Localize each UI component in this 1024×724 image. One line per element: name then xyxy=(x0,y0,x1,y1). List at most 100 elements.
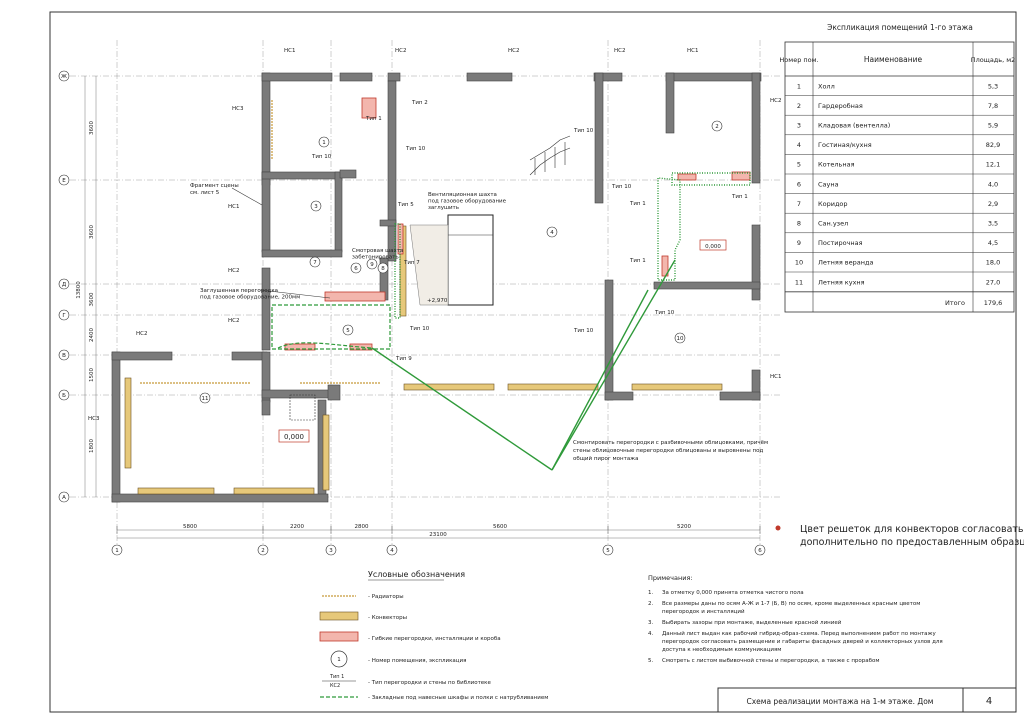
red-note-text: Цвет решеток для конвекторов согласовать… xyxy=(800,524,1024,548)
axis-marker-left: А xyxy=(58,491,70,503)
explication-row-area: 12,1 xyxy=(986,161,1000,169)
dim-left-value: 3600 xyxy=(89,121,95,135)
explication-total-label: Итого xyxy=(945,299,965,307)
svg-text:3: 3 xyxy=(314,204,318,210)
svg-text:7: 7 xyxy=(313,260,317,266)
legend-room-number-sample xyxy=(330,650,348,668)
axis-marker-bottom: 4 xyxy=(386,544,398,556)
room-marker-11: 11 xyxy=(199,392,211,404)
explication-row-name: Гардеробная xyxy=(818,102,863,110)
dim-bottom-value: 2800 xyxy=(355,524,369,530)
zero-marker-1: 0,000 xyxy=(699,239,727,251)
explication-row-area: 3,5 xyxy=(988,220,998,228)
room-marker-2: 2 xyxy=(711,120,723,132)
note-text: За отметку 0,000 принята отметка чистого… xyxy=(662,590,804,596)
explication-row-name: Коридор xyxy=(818,200,848,208)
svg-text:4: 4 xyxy=(390,548,394,554)
note-number: 4. xyxy=(648,631,653,637)
axis-marker-left: Д xyxy=(58,278,70,290)
type-label: Тип 10 xyxy=(573,328,594,334)
room-marker-9: 9 xyxy=(366,258,378,270)
type-label: Тип 1 xyxy=(629,201,646,207)
type-label: Тип 10 xyxy=(654,310,675,316)
dim-bottom-value: 5200 xyxy=(677,524,691,530)
svg-text:5: 5 xyxy=(606,548,610,554)
explication-row-number: 3 xyxy=(797,122,801,130)
explication-row-name: Сауна xyxy=(818,180,839,188)
svg-text:11: 11 xyxy=(202,396,209,402)
axis-marker-bottom: 3 xyxy=(325,544,337,556)
explication-row-name: Летняя веранда xyxy=(818,259,873,267)
svg-text:3: 3 xyxy=(329,548,333,554)
explication-row-area: 27,0 xyxy=(986,278,1000,286)
svg-text:1: 1 xyxy=(337,657,341,663)
hatched-void xyxy=(409,224,449,306)
legend-convector-sample xyxy=(319,611,359,621)
type-label: Тип 10 xyxy=(573,128,594,134)
explication-row-number: 2 xyxy=(797,102,801,110)
legend-item: - Номер помещения, экспликация xyxy=(368,658,466,664)
svg-text:6: 6 xyxy=(354,266,358,272)
dim-left-value: 1800 xyxy=(89,439,95,453)
axis-marker-left: Е xyxy=(58,174,70,186)
note-item: 2.Все размеры даны по осям А-Ж и 1-7 (Б,… xyxy=(648,601,920,615)
note-number: 3. xyxy=(648,620,653,626)
room-marker-6: 6 xyxy=(350,262,362,274)
dim-bottom-value: 5600 xyxy=(493,524,507,530)
svg-text:Б: Б xyxy=(62,393,66,399)
explication-row-name: Постирочная xyxy=(818,239,863,247)
wall-label: НС1 xyxy=(687,48,698,54)
wall-label: НС2 xyxy=(228,268,239,274)
explication-row-number: 8 xyxy=(797,220,801,228)
type-label: Тип 10 xyxy=(311,154,332,160)
svg-text:Д: Д xyxy=(62,282,67,288)
green-partitions xyxy=(271,172,751,471)
explication-header-number: Номер пом. xyxy=(779,56,818,64)
svg-text:2: 2 xyxy=(715,124,719,130)
callout-green: Смонтировать перегородки с разбивочными … xyxy=(573,440,768,462)
axis-marker-bottom: 6 xyxy=(754,544,766,556)
room-marker-1: 1 xyxy=(318,136,330,148)
room-marker-4: 4 xyxy=(546,226,558,238)
explication-row-number: 4 xyxy=(797,141,801,149)
legend-item: - Тип перегородки и стены по библиотеке xyxy=(368,680,491,686)
dim-left-value: 3600 xyxy=(89,225,95,239)
legend-item: - Конвекторы xyxy=(368,615,407,621)
wall-label: НС1 xyxy=(228,204,239,210)
axis-marker-left: Б xyxy=(58,389,70,401)
room-marker-10: 10 xyxy=(674,332,686,344)
explication-title: Экспликация помещений 1-го этажа xyxy=(827,23,973,32)
wall-label: НС2 xyxy=(508,48,519,54)
explication-row-name: Гостиная/кухня xyxy=(818,141,872,149)
note-item: 3.Выбирать зазоры при монтаже, выделенны… xyxy=(648,619,842,626)
explication-row-name: Холл xyxy=(818,82,835,90)
radiators xyxy=(140,100,380,384)
wall-label: НС2 xyxy=(136,331,147,337)
dim-left-value: 2400 xyxy=(89,328,95,342)
axis-marker-left: Ж xyxy=(58,70,70,82)
note-number: 1. xyxy=(648,590,653,596)
walls xyxy=(111,72,762,503)
wall-label: НС2 xyxy=(770,98,781,104)
explication-row-area: 5,3 xyxy=(988,82,998,90)
note-number: 2. xyxy=(648,601,653,607)
svg-text:10: 10 xyxy=(677,336,684,342)
type-label: Тип 1 xyxy=(731,194,748,200)
explication-row-name: Котельная xyxy=(818,161,855,169)
wall-label: НС2 xyxy=(614,48,625,54)
type-label: Тип 10 xyxy=(405,146,426,152)
zero-marker-text: 0,000 xyxy=(705,244,721,250)
wall-label: НС3 xyxy=(88,416,100,422)
note-item: 1. За отметку 0,000 принята отметка чисто… xyxy=(648,590,804,596)
type-label: Тип 7 xyxy=(403,260,420,266)
explication-row-number: 5 xyxy=(797,161,801,169)
type-label: Тип 10 xyxy=(409,326,430,332)
explication-header-area: Площадь, м2 xyxy=(971,56,1016,64)
